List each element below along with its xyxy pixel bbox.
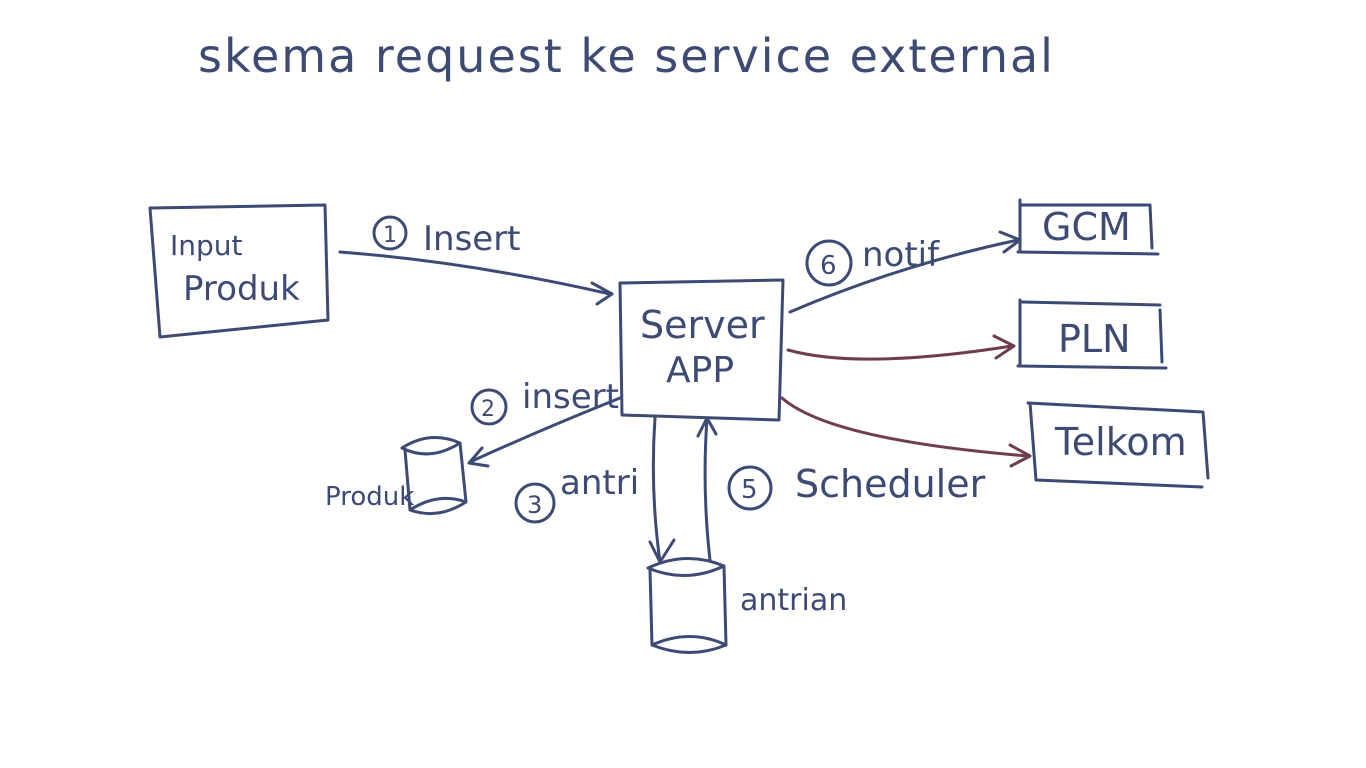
edge-pln-arrowhead: [992, 334, 1016, 360]
edge-scheduler-to-server: 5 Scheduler: [696, 416, 986, 562]
edge-1-arrowhead: [590, 281, 614, 306]
server-app-node: Server APP: [618, 278, 785, 422]
edge-5-label: Scheduler: [795, 462, 986, 506]
edge-2-number-circle: [470, 388, 508, 426]
input-produk-label-line1: Input: [170, 229, 243, 262]
edge-notif-to-gcm: 6 notif: [788, 230, 1022, 314]
produk-db-label: Produk: [325, 482, 414, 512]
edge-2-arrowhead: [467, 446, 490, 468]
server-app-label-line1: Server: [640, 303, 765, 347]
edge-3-number-circle: [514, 482, 556, 524]
edge-insert-to-produk: 2 insert: [467, 377, 622, 468]
telkom-node: Telkom: [1026, 401, 1210, 489]
edge-6-arrowhead: [998, 230, 1022, 254]
edge-antri-to-antrian: 3 antri: [514, 416, 676, 564]
antrian-db-cylinder: [646, 556, 728, 654]
edge-pln-line: [786, 344, 1014, 361]
edge-6-number: 6: [820, 251, 837, 281]
edge-telkom-arrowhead: [1008, 443, 1032, 468]
edge-server-to-pln: [786, 334, 1016, 361]
produk-database: Produk: [325, 436, 468, 516]
edge-5-arrowhead: [696, 416, 718, 438]
pln-node: PLN: [1016, 298, 1168, 370]
edge-6-label: notif: [862, 235, 940, 275]
telkom-box: [1026, 401, 1210, 489]
gcm-box: [1016, 198, 1160, 256]
input-produk-label-line2: Produk: [183, 269, 300, 309]
edge-5-number-circle: [727, 465, 773, 511]
edge-3-label: antri: [560, 463, 639, 503]
diagram-title: skema request ke service external: [198, 29, 1055, 83]
edge-6-number-circle: [805, 239, 853, 287]
edge-telkom-line: [780, 396, 1030, 458]
pln-box: [1016, 298, 1168, 370]
edge-5-line: [703, 416, 712, 562]
produk-db-cylinder: [400, 436, 468, 516]
telkom-label: Telkom: [1054, 420, 1187, 464]
edge-1-number: 1: [383, 223, 397, 248]
antrian-db-label: antrian: [740, 583, 847, 618]
edge-insert-to-server: 1 Insert: [338, 215, 614, 306]
edge-3-line: [651, 416, 662, 564]
edge-2-line: [468, 396, 622, 464]
edge-3-arrowhead: [648, 538, 676, 564]
edge-2-number: 2: [481, 397, 495, 422]
edge-1-number-circle: [372, 215, 408, 251]
edge-server-to-telkom: [780, 396, 1032, 468]
pln-label: PLN: [1058, 317, 1131, 361]
edge-1-line: [338, 250, 612, 296]
input-produk-node: Input Produk: [148, 203, 330, 339]
server-app-label-line2: APP: [666, 350, 734, 391]
server-app-box: [618, 278, 785, 422]
antrian-database: antrian: [646, 556, 847, 654]
edge-2-label: insert: [522, 377, 619, 417]
edge-5-number: 5: [741, 475, 758, 505]
gcm-node: GCM: [1016, 198, 1160, 256]
gcm-label: GCM: [1042, 205, 1131, 249]
edge-1-label: Insert: [423, 219, 521, 259]
input-produk-box: [148, 203, 330, 339]
edge-6-line: [788, 238, 1020, 314]
edge-3-number: 3: [527, 491, 542, 519]
